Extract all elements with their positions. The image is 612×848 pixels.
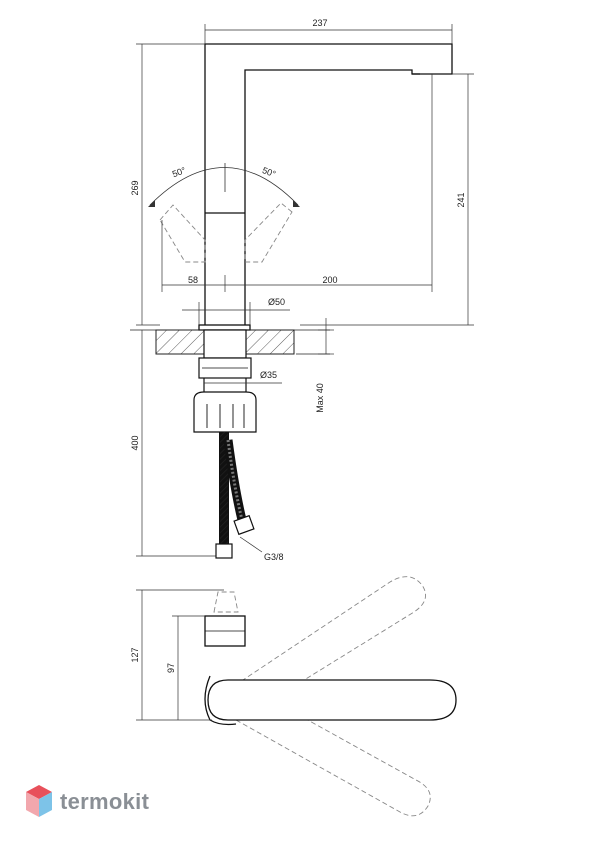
dim-swivel-right: 50° bbox=[261, 165, 278, 179]
shank bbox=[203, 329, 247, 359]
hose-fitting-secondary bbox=[233, 514, 255, 536]
counter-right-hatch bbox=[245, 329, 295, 355]
ghost-spout-left bbox=[159, 204, 206, 263]
dim-overall-width: 237 bbox=[312, 18, 327, 28]
dim-hole-diameter: Ø35 bbox=[260, 370, 277, 380]
termokit-logo: termokit bbox=[24, 784, 149, 820]
fixing-nut bbox=[193, 391, 257, 433]
dim-overall-height: 269 bbox=[130, 180, 140, 195]
dim-max-deck: Max 40 bbox=[315, 383, 325, 413]
top-dimension-lines bbox=[136, 589, 224, 721]
faucet-top-view bbox=[204, 615, 457, 726]
ghost-handle-upper bbox=[227, 576, 427, 717]
base-flange bbox=[198, 324, 251, 331]
dim-connection: G3/8 bbox=[264, 552, 284, 562]
dim-body-offset: 58 bbox=[188, 275, 198, 285]
dim-spout-reach: 200 bbox=[322, 275, 337, 285]
mount-dimension-lines bbox=[136, 318, 334, 557]
logo-wordmark: termokit bbox=[60, 789, 150, 814]
logo-cube-icon bbox=[26, 785, 52, 817]
dim-base-diameter: Ø50 bbox=[268, 297, 285, 307]
swivel-arc bbox=[149, 167, 299, 206]
swivel-angle-marks bbox=[148, 163, 300, 207]
swivel-top-ghost bbox=[213, 576, 431, 817]
dim-top-height: 127 bbox=[130, 647, 140, 662]
nut-neck bbox=[203, 378, 247, 392]
dim-hose-length: 400 bbox=[130, 435, 140, 450]
ghost-spout-right bbox=[244, 202, 293, 263]
swivel-ghost-outlines bbox=[159, 202, 293, 263]
countertop-section bbox=[130, 329, 330, 355]
front-dimension-lines bbox=[136, 24, 474, 326]
ghost-handle-lower bbox=[235, 687, 431, 817]
hose-fitting-main bbox=[215, 543, 233, 559]
dim-swivel-left: 50° bbox=[171, 165, 188, 179]
supply-hoses bbox=[215, 432, 255, 559]
ghost-nozzle bbox=[213, 591, 239, 613]
top-spout-handle bbox=[207, 679, 457, 721]
mounting-assembly bbox=[193, 329, 257, 433]
dim-spout-height: 241 bbox=[456, 192, 466, 207]
counter-left-hatch bbox=[155, 329, 205, 355]
dim-top-body: 97 bbox=[166, 663, 176, 673]
faucet-front-view bbox=[198, 43, 453, 331]
